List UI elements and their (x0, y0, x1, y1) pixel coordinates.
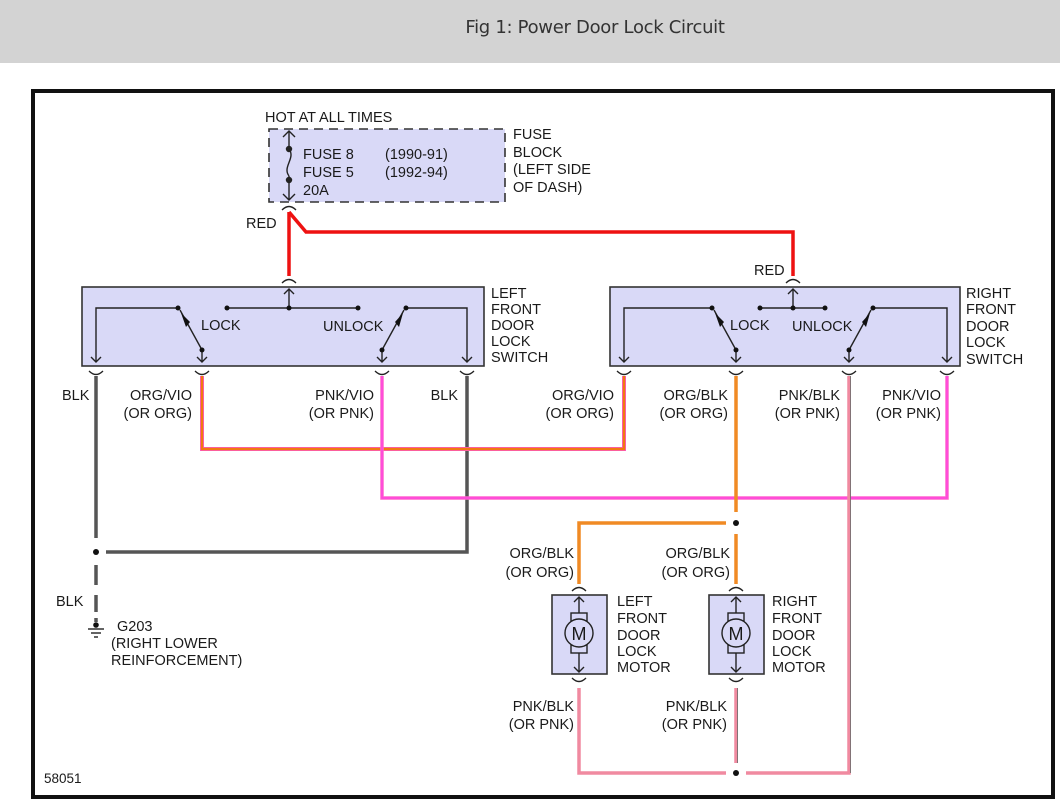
right-front-door-lock-motor: ORG/BLK (OR ORG) M RIGHT FRONT DOOR LOCK… (662, 546, 826, 733)
fuse-line-1: FUSE 8 (303, 147, 354, 163)
left-switch-box (81, 286, 485, 367)
fuse-connector (281, 205, 297, 211)
ground-g203: BLK G203 (RIGHT LOWER REINFORCEMENT) (56, 594, 242, 669)
blk-splice (93, 549, 99, 555)
wire-label-pnk-vio-left: PNK/VIO (315, 388, 374, 404)
right-switch-label-2: FRONT (966, 302, 1016, 318)
org-vio-wire (200, 376, 626, 451)
left-switch-label-5: SWITCH (491, 350, 548, 366)
right-switch-unlock-label: UNLOCK (792, 319, 853, 335)
ground-wire-label: BLK (56, 594, 84, 610)
right-motor-top-wire-alt: (OR ORG) (662, 565, 730, 581)
right-motor-label-1: RIGHT (772, 594, 817, 610)
fuse-block-box (268, 128, 506, 203)
red-wire-label-right: RED (754, 263, 785, 279)
fuse-block: HOT AT ALL TIMES FUSE 8 FUSE 5 20A (1990… (265, 110, 591, 211)
red-wire (287, 210, 795, 276)
ground-location-2: REINFORCEMENT) (111, 653, 242, 669)
motor-icon (564, 596, 594, 673)
ground-location-1: (RIGHT LOWER (111, 636, 218, 652)
org-blk-splice (733, 520, 739, 526)
wire-label-org-vio-right: ORG/VIO (552, 388, 614, 404)
right-switch-lock-label: LOCK (730, 318, 770, 334)
left-motor-bottom-wire-label: PNK/BLK (513, 699, 575, 715)
diagram-frame (31, 89, 1055, 799)
fuse-icon (282, 130, 296, 201)
left-motor-label-4: LOCK (617, 644, 657, 660)
left-motor-top-wire-alt: (OR ORG) (506, 565, 574, 581)
left-switch-lock-label: LOCK (201, 318, 241, 334)
left-front-door-lock-motor: ORG/BLK (OR ORG) M LEFT FRONT DOOR LOCK … (506, 546, 671, 733)
left-motor-top-wire-label: ORG/BLK (510, 546, 575, 562)
left-switch-unlock-label: UNLOCK (323, 319, 384, 335)
wire-label-pnk-blk-right: PNK/BLK (779, 388, 841, 404)
left-motor-bottom-wire-alt: (OR PNK) (509, 717, 574, 733)
fuse-block-label-2: BLOCK (513, 145, 562, 161)
fuse-line-2: FUSE 5 (303, 165, 354, 181)
pnk-blk-wire (577, 376, 851, 775)
right-motor-label-4: LOCK (772, 644, 812, 660)
wire-label-org-vio-right-alt: (OR ORG) (546, 406, 614, 422)
ground-icon (88, 628, 104, 638)
left-switch-label-1: LEFT (491, 286, 527, 302)
right-front-door-lock-switch: LOCK UNLOCK RIGHT FRONT DOOR LOCK SWITCH (609, 278, 1023, 376)
wire-label-org-vio-left-alt: (OR ORG) (124, 406, 192, 422)
fuse-year-2: (1992-94) (385, 165, 448, 181)
figure-title: Fig 1: Power Door Lock Circuit (465, 17, 725, 38)
fuse-block-label-3: (LEFT SIDE (513, 162, 591, 178)
right-motor-top-wire-label: ORG/BLK (666, 546, 731, 562)
wire-label-pnk-vio-right: PNK/VIO (882, 388, 941, 404)
hot-at-all-times-label: HOT AT ALL TIMES (265, 110, 392, 126)
wire-label-org-vio-left: ORG/VIO (130, 388, 192, 404)
left-motor-label-3: DOOR (617, 628, 661, 644)
pnk-vio-wire-core (381, 376, 948, 499)
left-switch-label-3: DOOR (491, 318, 535, 334)
wire-label-org-blk-right-alt: (OR ORG) (660, 406, 728, 422)
left-motor-symbol: M (572, 624, 587, 644)
right-motor-symbol: M (729, 624, 744, 644)
left-switch-label-4: LOCK (491, 334, 531, 350)
right-motor-bottom-wire-alt: (OR PNK) (662, 717, 727, 733)
motor-icon (721, 596, 751, 673)
pnk-blk-splice (733, 770, 739, 776)
wire-label-pnk-vio-right-alt: (OR PNK) (876, 406, 941, 422)
right-switch-label-1: RIGHT (966, 286, 1011, 302)
wire-label-blk-1: BLK (62, 388, 90, 404)
wire-label-org-blk-right: ORG/BLK (664, 388, 729, 404)
org-blk-wire (577, 376, 738, 584)
right-switch-label-4: LOCK (966, 335, 1006, 351)
ground-id: G203 (117, 619, 152, 635)
fuse-block-label-4: OF DASH) (513, 180, 582, 196)
header-bar: Fig 1: Power Door Lock Circuit (0, 0, 1060, 63)
wire-label-pnk-blk-right-alt: (OR PNK) (775, 406, 840, 422)
left-motor-label-2: FRONT (617, 611, 667, 627)
right-motor-label-2: FRONT (772, 611, 822, 627)
fuse-rating: 20A (303, 183, 329, 199)
right-motor-label-5: MOTOR (772, 660, 826, 676)
left-front-door-lock-switch: LOCK UNLOCK LEFT FRONT DOOR LOCK SWITCH (81, 278, 548, 376)
left-motor-label-1: LEFT (617, 594, 653, 610)
right-motor-bottom-wire-label: PNK/BLK (666, 699, 728, 715)
left-motor-label-5: MOTOR (617, 660, 671, 676)
left-switch-label-2: FRONT (491, 302, 541, 318)
fuse-block-label-1: FUSE (513, 127, 552, 143)
figure-number: 58051 (44, 771, 82, 786)
wire-label-blk-2: BLK (431, 388, 459, 404)
right-motor-label-3: DOOR (772, 628, 816, 644)
fuse-year-1: (1990-91) (385, 147, 448, 163)
blk-wire (94, 376, 469, 622)
right-switch-label-5: SWITCH (966, 352, 1023, 368)
red-wire-label-left: RED (246, 216, 277, 232)
right-switch-label-3: DOOR (966, 319, 1010, 335)
right-switch-box (609, 286, 961, 367)
wire-label-pnk-vio-left-alt: (OR PNK) (309, 406, 374, 422)
